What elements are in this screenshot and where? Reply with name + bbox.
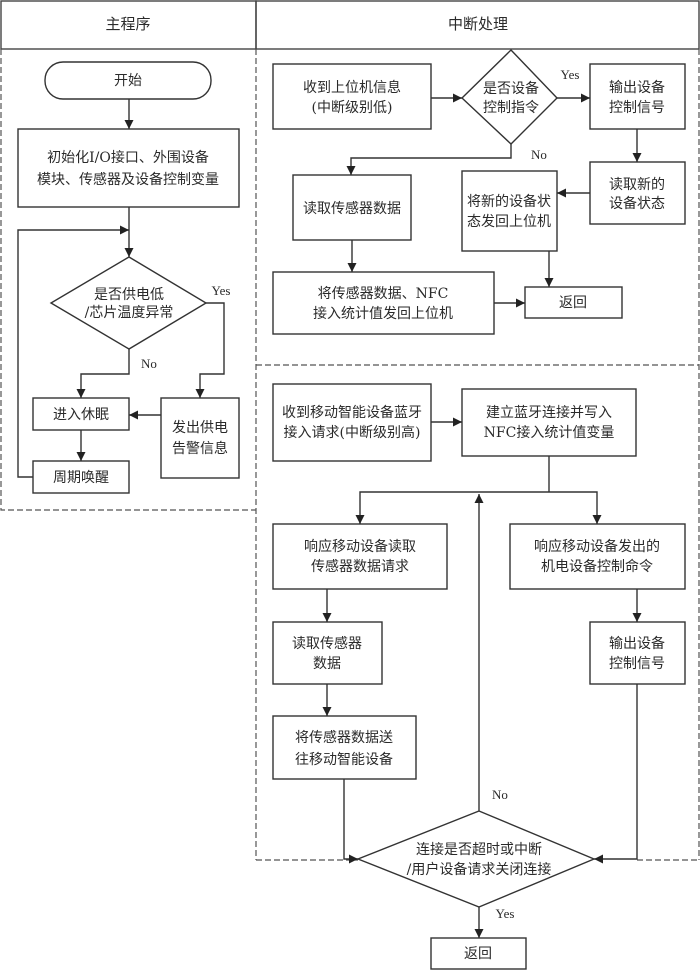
bt-send-mobile-label-2: 往移动智能设备 bbox=[295, 751, 393, 768]
host-no-label: No bbox=[531, 147, 547, 162]
host-read-state-label-2: 设备状态 bbox=[609, 195, 665, 212]
bt-close-check-diamond bbox=[356, 810, 596, 908]
host-output-label-2: 控制信号 bbox=[609, 100, 665, 116]
bt-respond-control-box bbox=[509, 523, 686, 590]
arrow-bt-send-check bbox=[343, 779, 358, 864]
bt-respond-read-label-2: 传感器数据请求 bbox=[311, 558, 409, 575]
host-control-diamond bbox=[460, 49, 558, 145]
sleep-box bbox=[32, 397, 130, 431]
bt-respond-read-box bbox=[272, 523, 448, 590]
wake-box bbox=[32, 460, 130, 494]
bt-yes-label: Yes bbox=[496, 906, 515, 921]
alarm-box bbox=[160, 397, 240, 479]
power-check-label-1: 是否供电低 bbox=[94, 287, 164, 303]
bt-output-box bbox=[589, 621, 686, 685]
bt-receive-box bbox=[272, 383, 432, 462]
host-receive-box bbox=[272, 63, 432, 130]
wake-label: 周期唤醒 bbox=[53, 469, 109, 486]
host-send-sensor-label-1: 将传感器数据、NFC bbox=[318, 285, 449, 302]
host-send-state-box bbox=[461, 170, 558, 252]
bt-close-check-label-1: 连接是否超时或中断 bbox=[416, 841, 542, 858]
host-read-state-label-1: 读取新的 bbox=[609, 176, 665, 193]
bt-output-label-2: 控制信号 bbox=[609, 656, 665, 672]
host-return-box bbox=[524, 286, 623, 319]
host-receive-label-1: 收到上位机信息 bbox=[303, 79, 401, 96]
bt-respond-control-label-1: 响应移动设备发出的 bbox=[534, 538, 660, 555]
host-send-sensor-box bbox=[272, 271, 495, 335]
host-return-label: 返回 bbox=[559, 295, 587, 311]
sleep-label: 进入休眠 bbox=[53, 407, 109, 423]
host-read-sensor-label: 读取传感器数据 bbox=[303, 200, 401, 217]
arrow-host-check-no bbox=[346, 144, 512, 175]
bt-receive-label-1: 收到移动智能设备蓝牙 bbox=[282, 404, 422, 421]
bt-receive-label-2: 接入请求(中断级别高) bbox=[284, 424, 421, 441]
host-section-border bbox=[256, 49, 700, 860]
host-control-label-2: 控制指令 bbox=[483, 100, 539, 116]
lane-header-interrupt bbox=[255, 0, 700, 50]
bt-establish-label-2: NFC接入统计值变量 bbox=[484, 424, 615, 441]
bt-establish-label-1: 建立蓝牙连接并写入 bbox=[486, 404, 612, 421]
lane-border-main bbox=[0, 49, 256, 511]
main-no-label: No bbox=[141, 356, 157, 371]
bt-establish-box bbox=[461, 388, 637, 457]
host-output-label-1: 输出设备 bbox=[609, 79, 665, 96]
arrow-check-no bbox=[76, 349, 130, 398]
bt-close-check-label-2: /用户设备请求关闭连接 bbox=[407, 861, 552, 878]
host-yes-label: Yes bbox=[561, 67, 580, 82]
bt-read-sensor-label-1: 读取传感器 bbox=[292, 635, 362, 652]
init-label-1: 初始化I/O接口、外围设备 bbox=[47, 149, 209, 166]
power-check-label-2: /芯片温度异常 bbox=[85, 305, 174, 321]
lane-title-main: 主程序 bbox=[105, 15, 150, 33]
host-send-sensor-label-2: 接入统计值发回上位机 bbox=[313, 305, 453, 322]
host-output-box bbox=[589, 63, 686, 130]
lane-title-interrupt: 中断处理 bbox=[448, 15, 508, 33]
bt-read-sensor-label-2: 数据 bbox=[313, 656, 341, 672]
arrow-bt-split-control bbox=[549, 491, 602, 524]
start-label: 开始 bbox=[114, 73, 142, 89]
init-label-2: 模块、传感器及设备控制变量 bbox=[37, 171, 219, 188]
arrow-check-yes bbox=[195, 302, 225, 398]
main-yes-label: Yes bbox=[212, 283, 231, 298]
arrow-bt-output-check bbox=[594, 684, 638, 864]
alarm-label-2: 告警信息 bbox=[172, 440, 228, 457]
bt-send-mobile-label-1: 将传感器数据送 bbox=[295, 729, 393, 746]
power-check-diamond bbox=[49, 256, 208, 350]
bt-send-mobile-box bbox=[272, 715, 417, 780]
init-box bbox=[17, 128, 240, 208]
host-receive-label-2: (中断级别低) bbox=[312, 100, 393, 116]
bt-respond-control-label-2: 机电设备控制命令 bbox=[541, 558, 653, 575]
host-send-state-label-1: 将新的设备状 bbox=[467, 193, 551, 210]
host-read-state-box bbox=[589, 161, 686, 225]
bt-output-label-1: 输出设备 bbox=[609, 635, 665, 652]
arrow-wake-loop bbox=[17, 225, 129, 478]
host-send-state-label-2: 态发回上位机 bbox=[467, 214, 551, 230]
bt-no-label: No bbox=[492, 787, 508, 802]
bt-respond-read-label-1: 响应移动设备读取 bbox=[304, 538, 416, 555]
alarm-label-1: 发出供电 bbox=[172, 420, 228, 436]
start-terminal bbox=[44, 61, 212, 100]
bt-return-label: 返回 bbox=[464, 946, 492, 962]
host-control-label-1: 是否设备 bbox=[483, 80, 539, 97]
bt-read-sensor-box bbox=[272, 621, 383, 685]
arrow-bt-split-read bbox=[355, 491, 549, 524]
